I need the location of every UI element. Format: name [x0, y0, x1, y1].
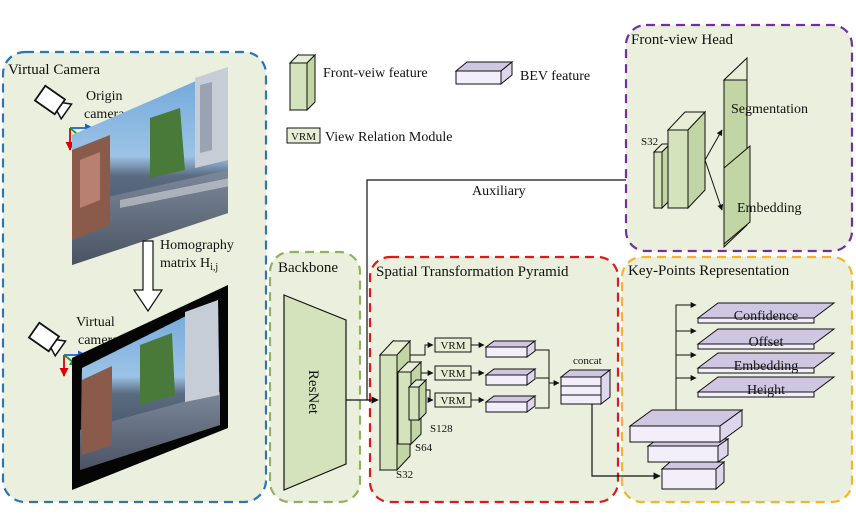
backbone-panel: Backbone ResNet — [268, 250, 362, 504]
segmentation-label: Segmentation — [731, 102, 808, 117]
keypoints-embedding-output — [696, 352, 836, 374]
vrm-module-3: VRM — [434, 392, 472, 408]
height-label: Height — [747, 383, 785, 398]
auxiliary-label: Auxiliary — [472, 184, 526, 199]
resnet-label: ResNet — [305, 370, 321, 415]
vrm-module-3-label: VRM — [440, 395, 465, 407]
front-view-head-panel: Front-view Head S32 Segmentation Embeddi… — [624, 23, 854, 253]
bev-feature-legend-label: BEV feature — [520, 69, 590, 84]
keypoints-bev-stack — [628, 409, 744, 491]
height-output — [696, 376, 836, 398]
virtual-camera-title: Virtual Camera — [8, 62, 100, 78]
offset-label: Offset — [749, 335, 784, 350]
homography-label-line1: Homography — [160, 238, 234, 253]
homography-arrow — [132, 240, 164, 313]
stp-panel: Spatial Transformation Pyramid S32 S64 S… — [368, 255, 620, 504]
origin-camera-label-line1: Origin — [86, 89, 123, 104]
homography-subscript: i,j — [210, 262, 218, 273]
vrm-legend-tag: VRM — [291, 131, 316, 143]
stp-title: Spatial Transformation Pyramid — [376, 264, 569, 280]
legend: Front-veiw feature BEV feature VRM View … — [286, 53, 590, 145]
homography-label-line2: matrix Hi,j — [160, 256, 218, 273]
offset-output — [696, 328, 836, 350]
vrm-legend-box — [286, 127, 321, 144]
stp-feature-s128 — [407, 378, 428, 422]
origin-street-image — [72, 67, 230, 265]
keypoints-panel: Key-Points Representation — [591, 255, 854, 504]
concat-stack — [559, 368, 612, 406]
front-head-feature-large — [666, 110, 707, 210]
front-feature-legend-icon — [288, 53, 317, 112]
concat-to-keypoints-arrow — [591, 404, 661, 480]
backbone-title: Backbone — [278, 260, 338, 276]
virtual-street-image — [72, 285, 228, 490]
stp-s32-label: S32 — [396, 469, 413, 481]
virtual-camera-label-line1: Virtual — [76, 315, 115, 330]
resnet-trapezoid — [283, 294, 347, 491]
vrm-module-1-label: VRM — [440, 340, 465, 352]
virtual-camera-panel: Virtual Camera Origin camera Homogra — [1, 50, 268, 504]
concat-label: concat — [573, 355, 602, 367]
vrm-legend-label: View Relation Module — [325, 130, 452, 145]
keypoints-embedding-label: Embedding — [734, 359, 799, 374]
bev-feature-legend-icon — [454, 60, 514, 86]
confidence-label: Confidence — [734, 309, 799, 324]
vrm-module-2: VRM — [434, 365, 472, 381]
virtual-camera-icon — [27, 321, 87, 377]
vrm-module-1: VRM — [434, 337, 472, 353]
front-embedding-feature — [723, 144, 751, 246]
bev-slab-2 — [484, 368, 537, 386]
front-embedding-label: Embedding — [737, 201, 802, 216]
front-feature-legend-label: Front-veiw feature — [323, 66, 428, 81]
homography-matrix-text: matrix H — [160, 256, 210, 271]
vrm-module-2-label: VRM — [440, 368, 465, 380]
stp-s64-label: S64 — [415, 442, 433, 454]
front-view-head-title: Front-view Head — [631, 32, 734, 48]
confidence-output — [696, 302, 836, 324]
keypoints-title: Key-Points Representation — [628, 263, 790, 279]
stp-s128-label: S128 — [430, 423, 453, 435]
auxiliary-arrow — [366, 176, 639, 400]
bev-slab-3 — [484, 395, 537, 413]
front-head-s32-label: S32 — [641, 136, 658, 148]
bev-slab-1 — [484, 340, 537, 358]
